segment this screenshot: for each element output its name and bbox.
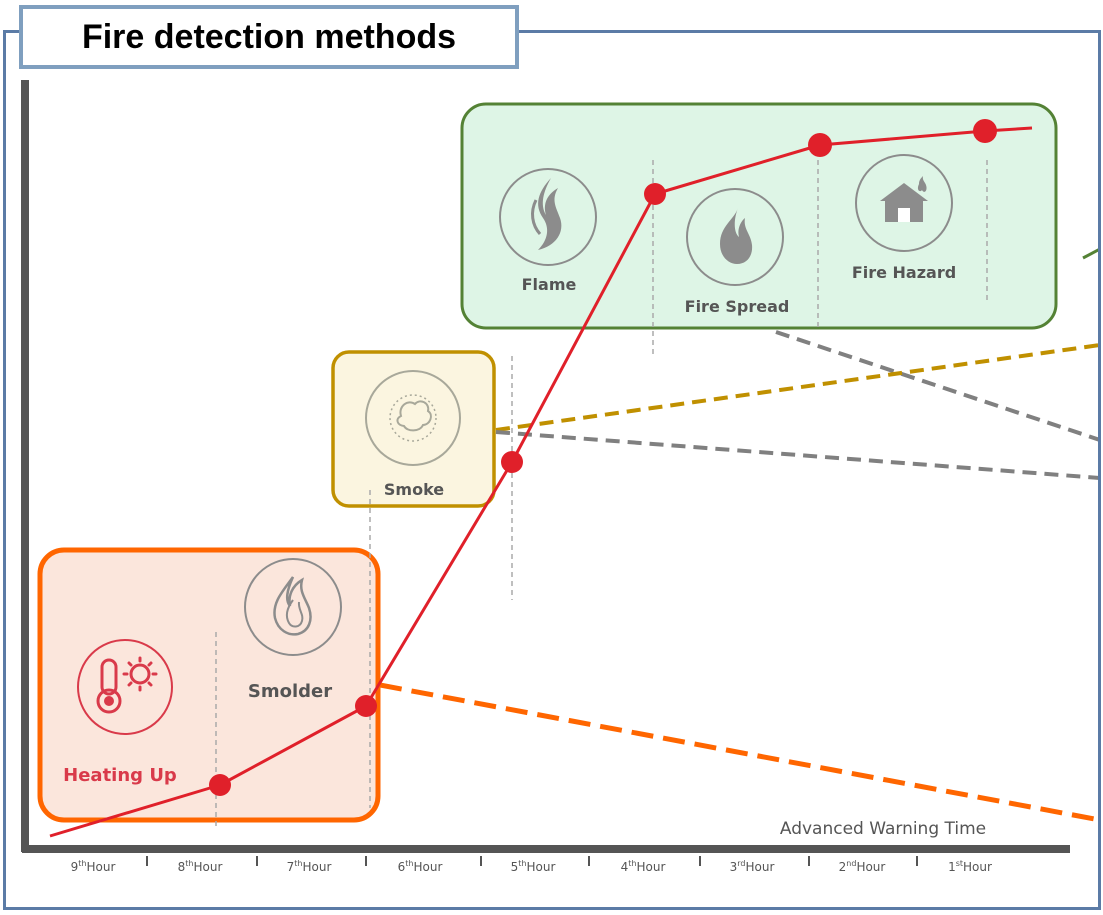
smolder-flame-icon (244, 558, 342, 656)
warning-curve (49, 126, 1033, 838)
connector-smoke-gray (495, 430, 1098, 480)
curve-point-heating-up (209, 774, 231, 796)
title-box: Fire detection methods (19, 5, 519, 69)
page-title: Fire detection methods (81, 17, 457, 56)
x-axis-ticks (146, 856, 918, 866)
stage-label-fire-hazard: Fire Hazard (852, 263, 956, 282)
connector-smoke-gold (495, 343, 1098, 432)
connector-late-green (1082, 248, 1098, 260)
fire-icon (686, 188, 784, 286)
curve-point-flame (644, 183, 666, 205)
late-stage-box (460, 102, 1058, 330)
tick-label-7th: 7thHour (287, 859, 332, 874)
stage-label-flame: Flame (522, 275, 577, 294)
x-axis-tick-labels: 9thHour 8thHour 7thHour 6thHour 5thHour … (71, 859, 992, 874)
tick-label-2nd: 2ndHour (839, 859, 886, 874)
thermometer-sun-icon (77, 639, 173, 735)
stage-label-smoke: Smoke (384, 480, 444, 499)
x-axis-label: Advanced Warning Time (780, 819, 986, 839)
flame-icon (499, 168, 597, 266)
tick-label-5th: 5thHour (511, 859, 556, 874)
connector-lines (379, 248, 1098, 823)
curve-point-smoke (501, 451, 523, 473)
tick-label-3rd: 3rdHour (730, 859, 775, 874)
house-fire-icon (855, 154, 953, 252)
stage-divider-lines (215, 160, 988, 826)
connector-flame-gray (775, 330, 1098, 442)
tick-label-1st: 1stHour (948, 859, 992, 874)
tick-label-4th: 4thHour (621, 859, 666, 874)
stage-label-smolder: Smolder (248, 681, 332, 702)
tick-label-6th: 6thHour (398, 859, 443, 874)
smoke-stage-box (331, 350, 496, 508)
curve-point-smolder (355, 695, 377, 717)
connector-heating-orange (379, 682, 1098, 823)
stage-label-fire-spread: Fire Spread (685, 297, 790, 316)
curve-points (209, 119, 997, 796)
tick-label-8th: 8thHour (178, 859, 223, 874)
curve-point-fire-spread (808, 133, 832, 157)
smoke-icon (365, 370, 461, 466)
stage-label-heating-up: Heating Up (63, 765, 177, 786)
tick-label-9th: 9thHour (71, 859, 116, 874)
curve-point-fire-hazard (973, 119, 997, 143)
